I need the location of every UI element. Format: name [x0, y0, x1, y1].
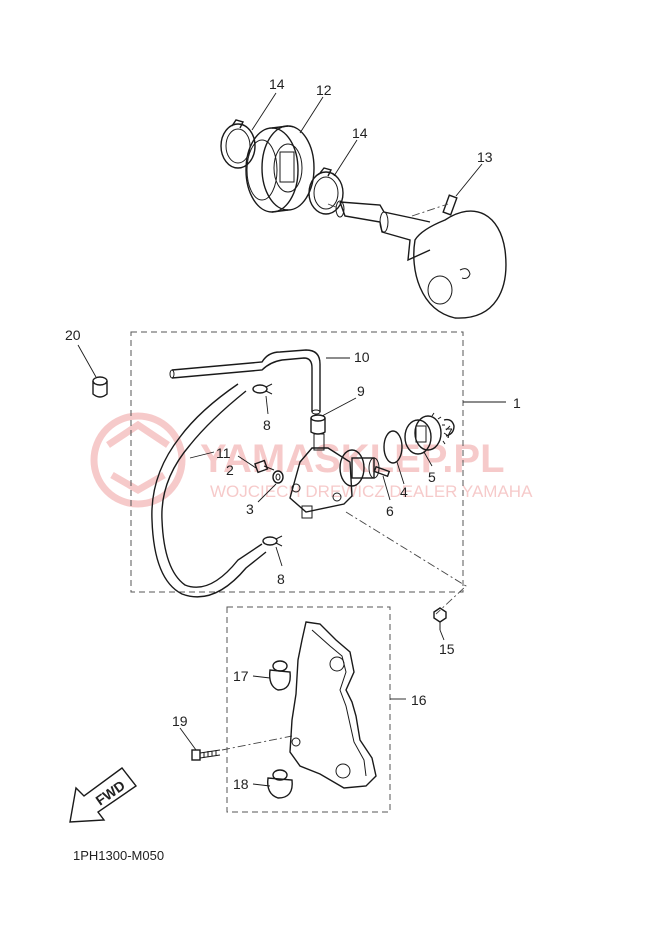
- callout-17: 17: [233, 668, 249, 684]
- assembly-16-box: [226, 606, 391, 813]
- watermark-tagline: WOJCIECH DREWICZ DEALER YAMAHA: [210, 482, 533, 501]
- callout-15: 15: [439, 641, 455, 657]
- alignment-line-bolt: [221, 735, 293, 751]
- alignment-line-crank: [327, 203, 449, 217]
- callout-18: 18: [233, 776, 249, 792]
- callouts: 14 12 14 13 20 10 9 1 8 11 7 5 2 4 3 6 8…: [65, 76, 521, 792]
- callout-1: 1: [513, 395, 521, 411]
- callout-14-right: 14: [352, 125, 368, 141]
- o-ring-3: [272, 470, 284, 484]
- hose-11: [151, 383, 267, 598]
- callout-20: 20: [65, 327, 81, 343]
- cap-20: [92, 376, 108, 398]
- diagram-code: 1PH1300-M050: [73, 848, 165, 863]
- clamp-8-top: [252, 383, 273, 395]
- cover-16: [289, 621, 377, 789]
- callout-3: 3: [246, 501, 254, 517]
- grommet-17: [268, 660, 291, 691]
- hose-10: [169, 349, 321, 415]
- bolt-15: [433, 607, 447, 630]
- callout-6: 6: [386, 503, 394, 519]
- callout-9: 9: [357, 383, 365, 399]
- assembly-1-box: [130, 331, 464, 593]
- crankshaft: [335, 200, 507, 319]
- callout-2: 2: [226, 462, 234, 478]
- circlip-14-right: [308, 167, 344, 215]
- callout-8-top: 8: [263, 417, 271, 433]
- callout-13: 13: [477, 149, 493, 165]
- callout-5: 5: [428, 469, 436, 485]
- alignment-line-pump: [345, 511, 467, 615]
- pulley-12: [245, 125, 315, 213]
- callout-16: 16: [411, 692, 427, 708]
- callout-19: 19: [172, 713, 188, 729]
- bolt-19: [191, 749, 221, 761]
- screw-2: [254, 459, 275, 474]
- callout-10: 10: [354, 349, 370, 365]
- circlip-7: [443, 418, 455, 437]
- watermark-logo-icon: [90, 412, 186, 508]
- o-ring-4: [383, 430, 403, 464]
- callout-14-left: 14: [269, 76, 285, 92]
- gear-5: [404, 412, 448, 455]
- clamp-8-bottom: [262, 535, 283, 547]
- callout-12: 12: [316, 82, 332, 98]
- callout-11: 11: [216, 445, 231, 461]
- watermark: YAMASKLEP.PL WOJCIECH DREWICZ DEALER YAM…: [90, 412, 533, 508]
- callout-8-bottom: 8: [277, 571, 285, 587]
- collar-9: [310, 414, 326, 435]
- grommet-18: [267, 769, 293, 799]
- fwd-arrow-icon: FWD: [69, 767, 138, 823]
- pin-13: [442, 194, 458, 216]
- circlip-14-left: [220, 119, 256, 169]
- callout-7: 7: [445, 425, 453, 441]
- callout-4: 4: [400, 484, 408, 500]
- pin-6: [373, 465, 391, 478]
- leader-lines: [77, 92, 506, 787]
